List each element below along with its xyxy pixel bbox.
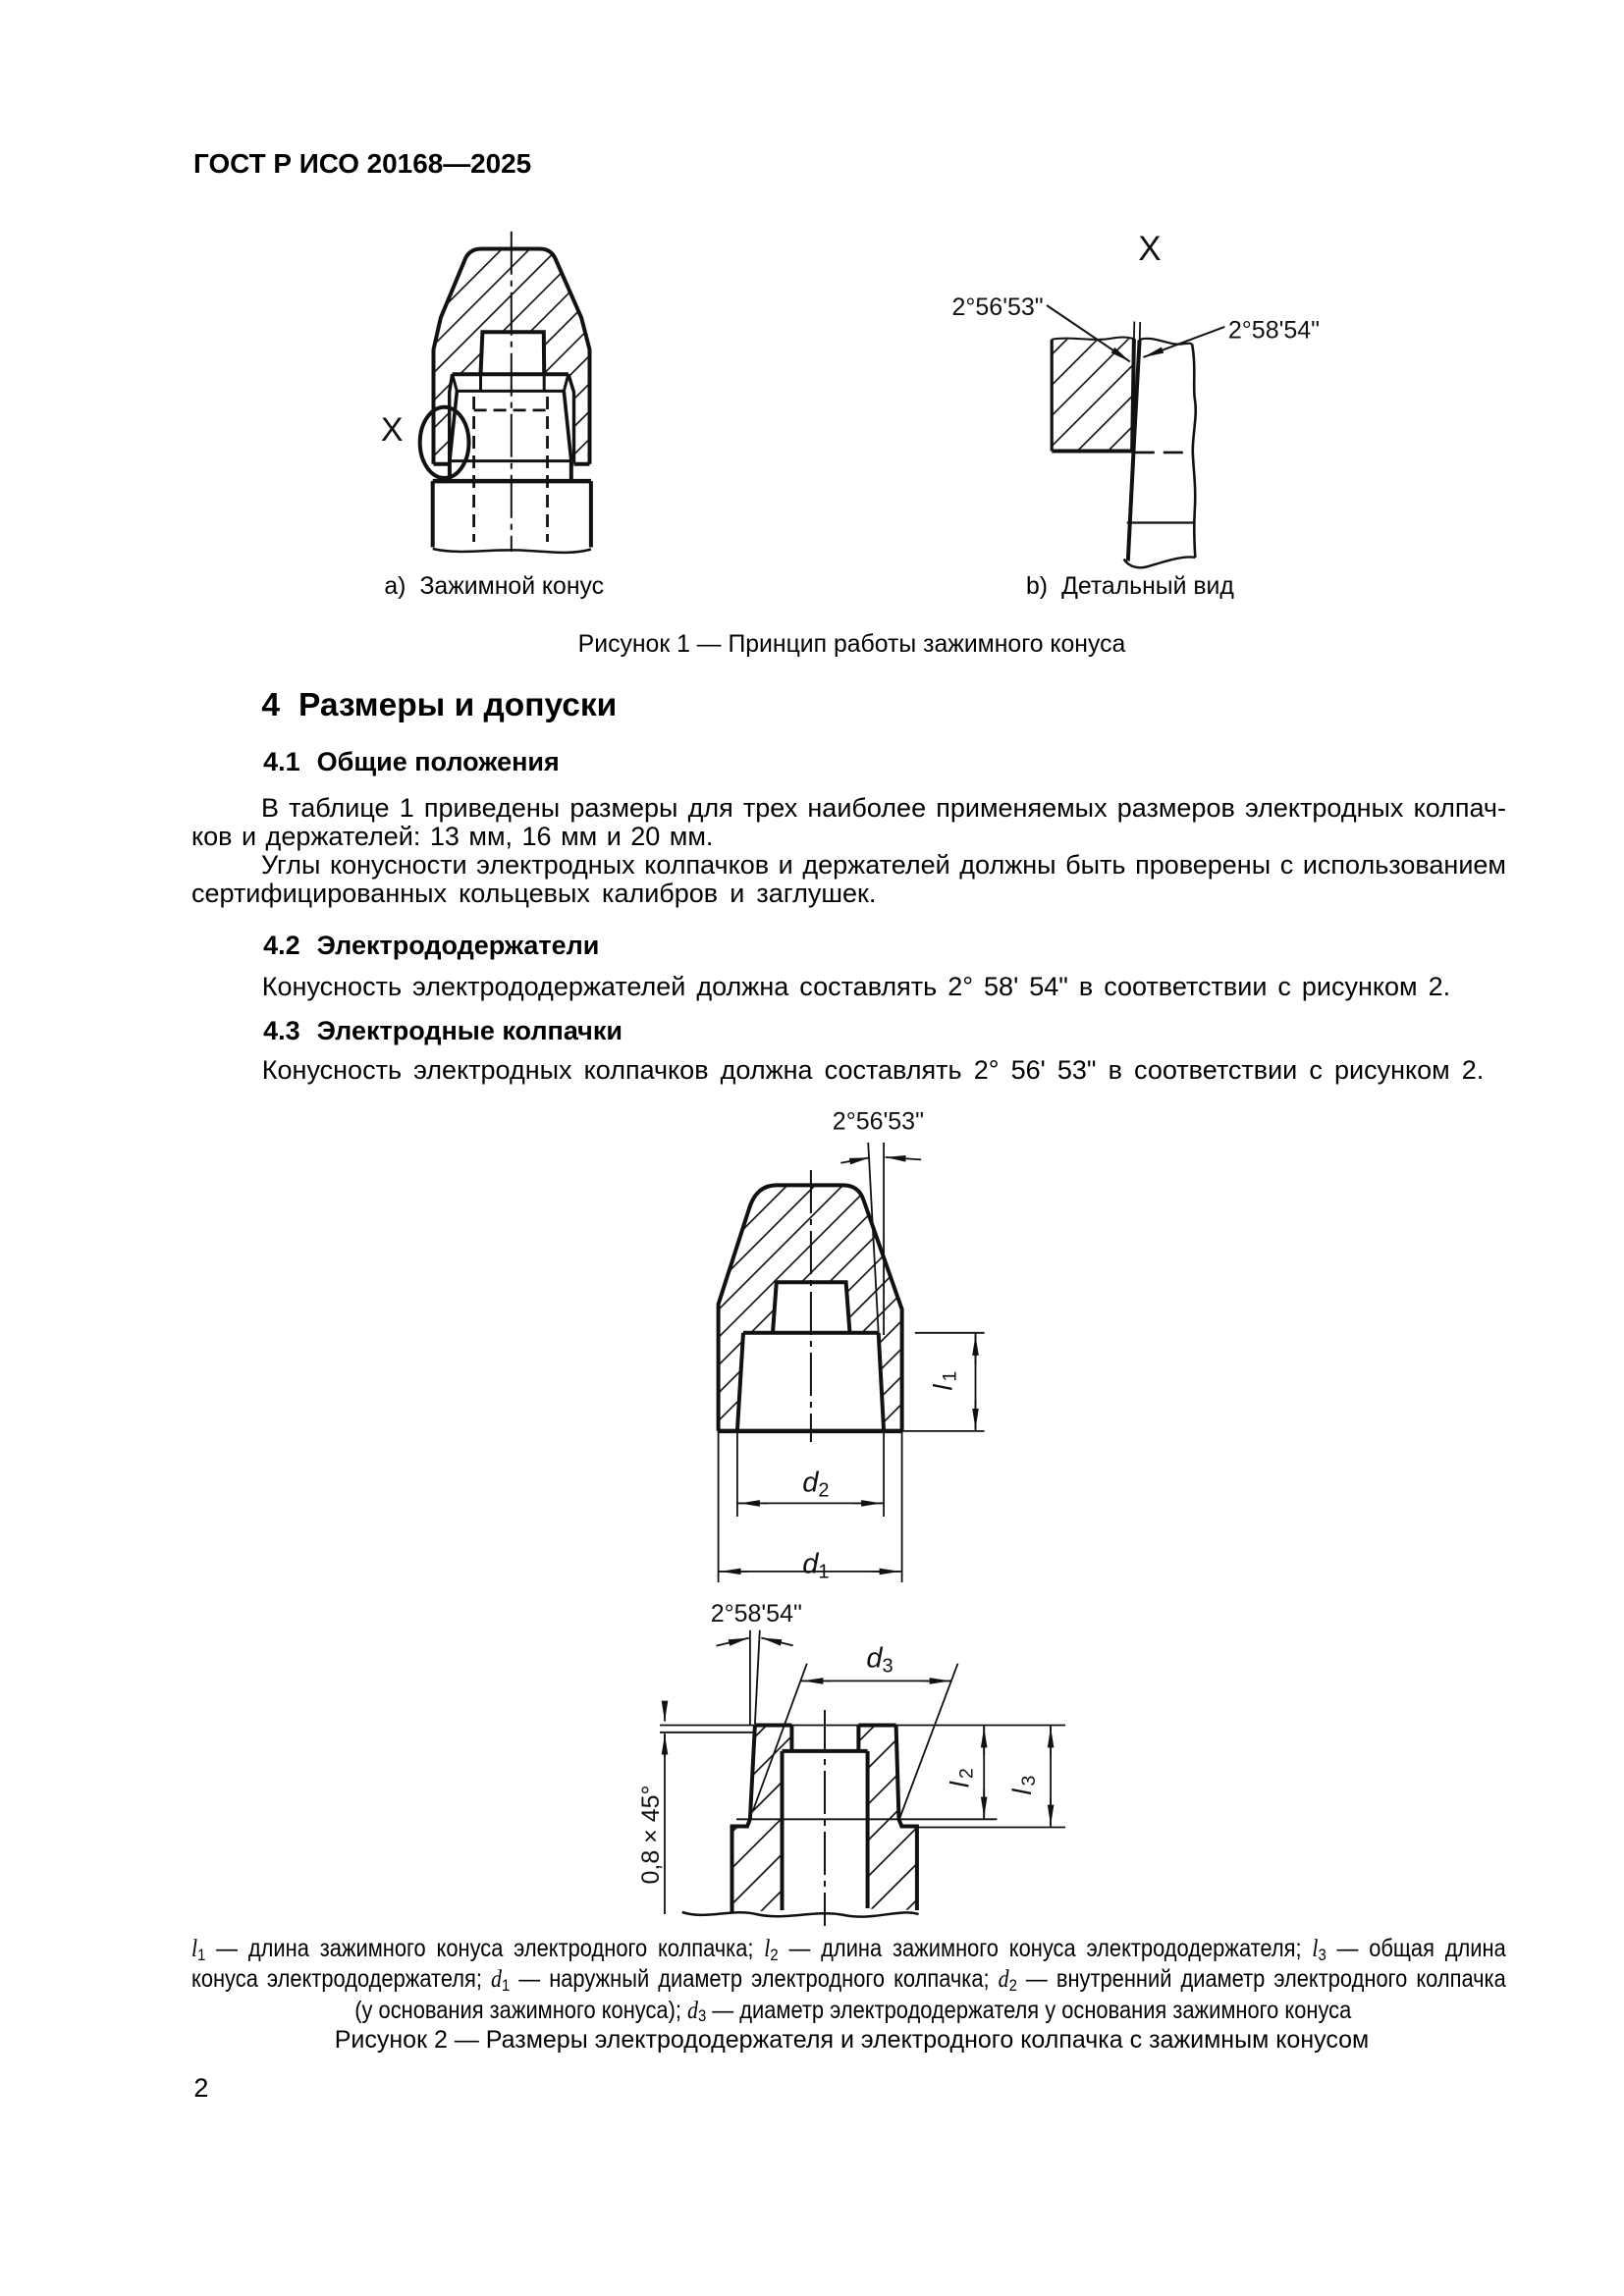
svg-text:l2: l2 xyxy=(946,1768,978,1788)
svg-text:0,8 × 45°: 0,8 × 45° xyxy=(637,1785,665,1884)
svg-text:d3: d3 xyxy=(866,1643,893,1678)
svg-text:2°58'54": 2°58'54" xyxy=(1228,317,1320,345)
svg-text:d2: d2 xyxy=(802,1468,829,1502)
svg-text:l1: l1 xyxy=(929,1371,961,1391)
svg-text:2°56'53": 2°56'53" xyxy=(952,294,1044,321)
svg-text:X: X xyxy=(1138,230,1161,268)
svg-text:2°58'54": 2°58'54" xyxy=(711,1600,802,1628)
svg-text:X: X xyxy=(381,411,404,449)
svg-text:l3: l3 xyxy=(1007,1776,1040,1795)
svg-text:d1: d1 xyxy=(802,1549,829,1583)
svg-text:2°56'53": 2°56'53" xyxy=(833,1107,924,1135)
